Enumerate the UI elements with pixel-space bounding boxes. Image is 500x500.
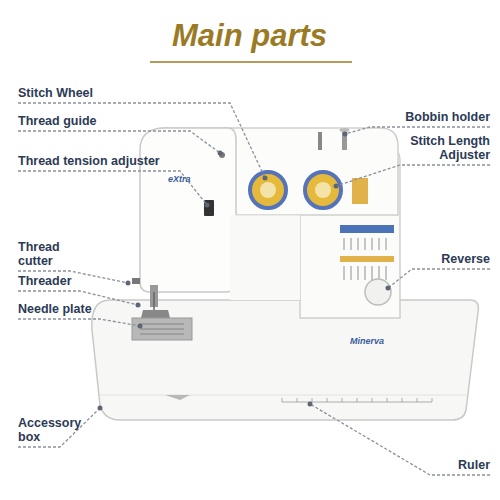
part-label: Accessory box: [18, 416, 98, 444]
part-label: Needle plate: [18, 302, 92, 316]
part-label: Threader: [18, 274, 72, 288]
part-label: Thread cutter: [18, 240, 80, 268]
brand-mark: Minerva: [350, 336, 384, 346]
part-label: Bobbin holder: [390, 110, 490, 124]
part-label: Stitch Length Adjuster: [380, 134, 490, 162]
part-label: Reverse: [400, 252, 490, 266]
part-label: Thread tension adjuster: [18, 154, 160, 168]
diagram-title: Main parts: [172, 18, 327, 54]
brand-mark: eXtra: [168, 174, 191, 184]
part-label: Ruler: [420, 458, 490, 472]
part-label: Stitch Wheel: [18, 86, 93, 100]
part-label: Thread guide: [18, 114, 96, 128]
